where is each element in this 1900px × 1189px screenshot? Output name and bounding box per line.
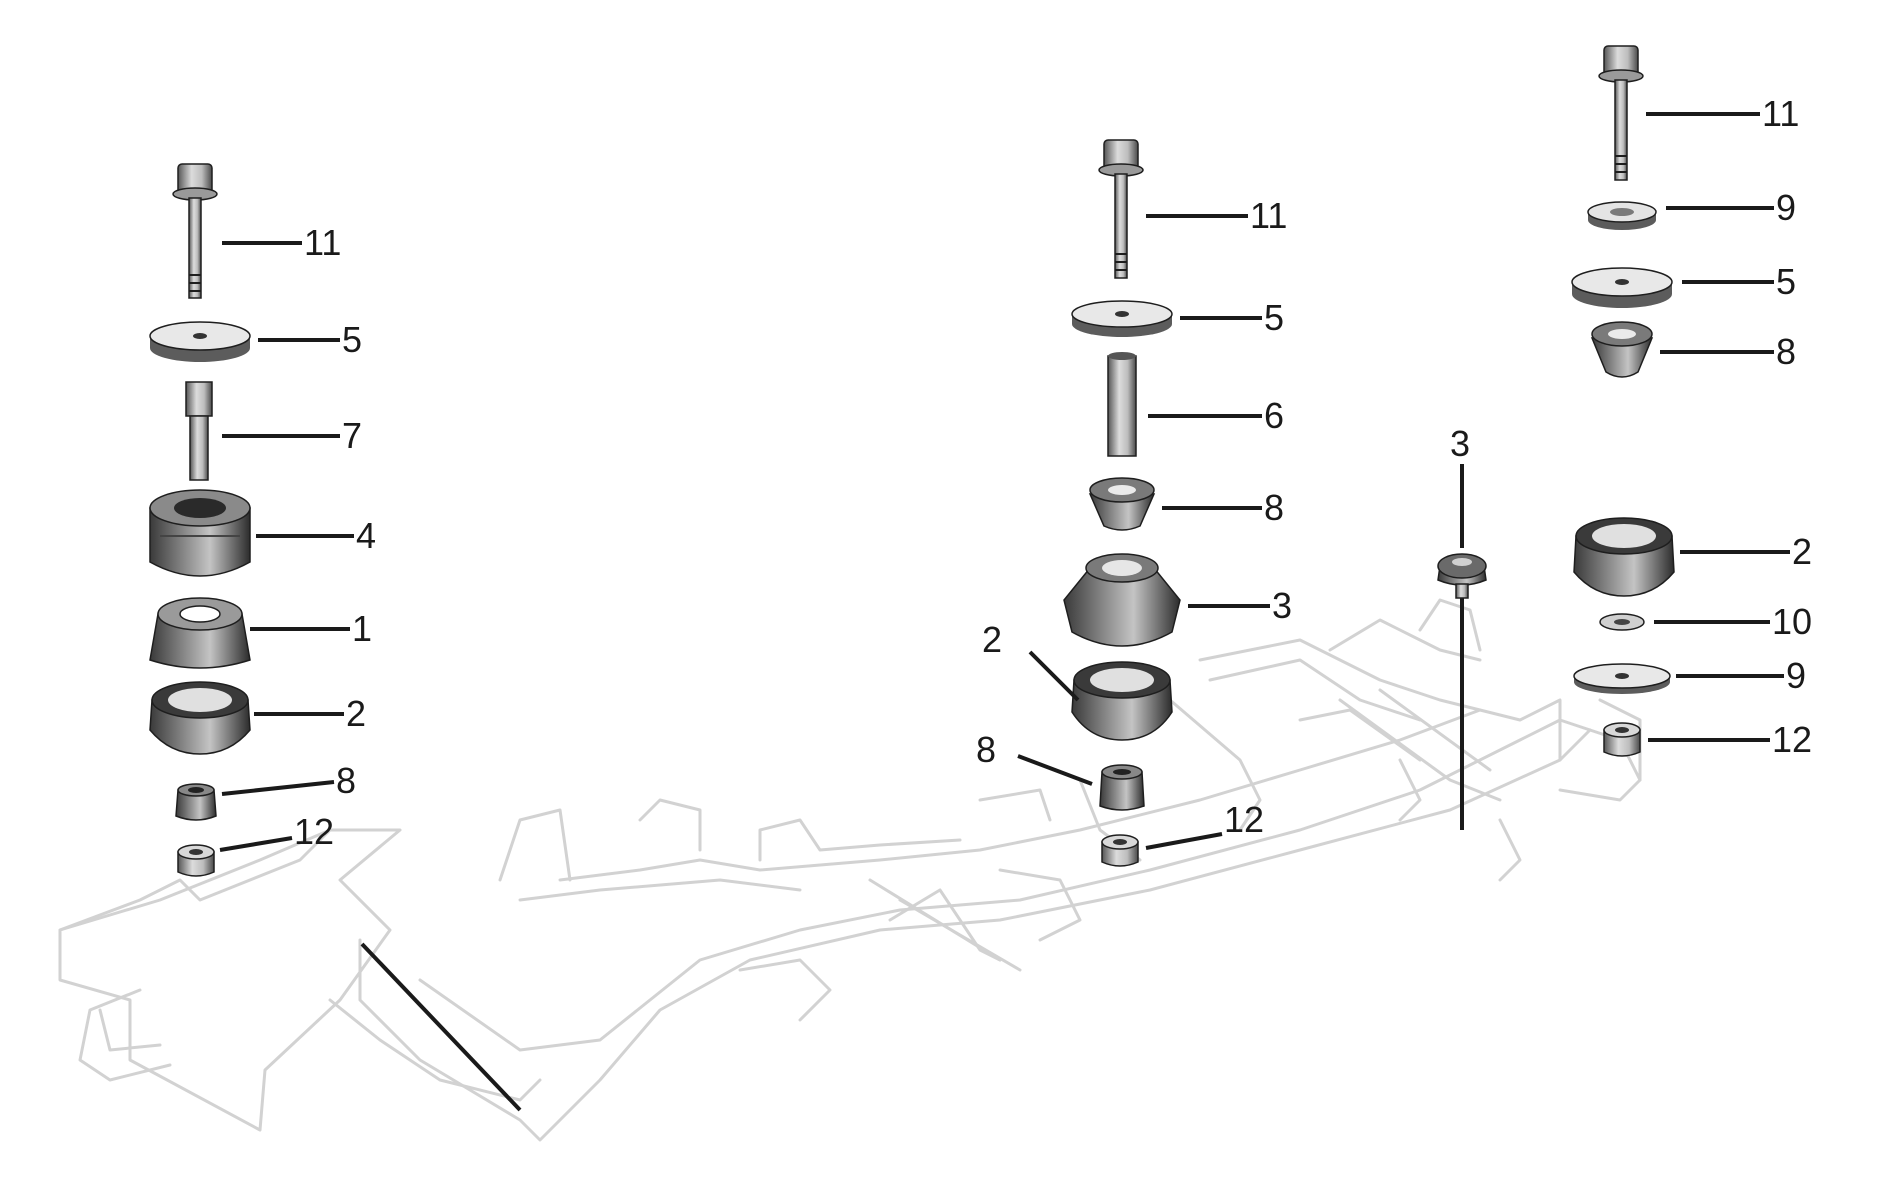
cushion (1573, 517, 1675, 597)
callout-label: 12 (294, 811, 334, 852)
spacer (1590, 321, 1654, 378)
washer-small (1587, 201, 1657, 230)
nut (177, 844, 215, 877)
callout-label: 12 (1224, 799, 1264, 840)
callout-label: 3 (1272, 585, 1292, 626)
bolt (1598, 45, 1644, 181)
callout-label: 6 (1264, 395, 1284, 436)
sleeve (1107, 352, 1137, 457)
callout-label: 11 (304, 222, 341, 263)
washer-large (1571, 267, 1673, 308)
sleeve (185, 381, 213, 481)
right-callouts: 11 9 5 8 2 10 9 12 (1646, 93, 1812, 760)
callout-label: 1 (352, 608, 372, 649)
post-mount: 3 (1437, 423, 1487, 599)
callout-label: 2 (982, 619, 1002, 660)
callout-label: 8 (336, 760, 356, 801)
callout-label: 5 (342, 319, 362, 360)
right-mount-stack (1571, 45, 1675, 757)
center-mount-stack (1063, 139, 1181, 867)
callout-label: 12 (1772, 719, 1812, 760)
left-mount-stack (149, 163, 251, 877)
washer-large (149, 321, 251, 362)
bolt (172, 163, 218, 299)
callout-label: 3 (1450, 423, 1470, 464)
frame-leader-line (360, 942, 522, 1112)
nut (1101, 834, 1139, 867)
cushion-upper (1063, 553, 1181, 647)
washer-tiny (1599, 613, 1645, 631)
bushing-cup (149, 489, 251, 577)
cushion-lower (149, 681, 251, 755)
callout-label: 11 (1250, 195, 1287, 236)
callout-label: 10 (1772, 601, 1812, 642)
callout-label: 9 (1776, 187, 1796, 228)
center-callouts: 11 5 6 8 3 2 8 12 (976, 195, 1292, 850)
callout-label: 11 (1762, 93, 1799, 134)
callout-label: 5 (1776, 261, 1796, 302)
spacer (175, 783, 217, 821)
callout-label: 5 (1264, 297, 1284, 338)
callout-label: 7 (342, 415, 362, 456)
spacer-upper (1088, 477, 1156, 531)
callout-label: 8 (976, 729, 996, 770)
callout-label: 2 (346, 693, 366, 734)
washer-large (1573, 663, 1671, 694)
bolt (1098, 139, 1144, 279)
left-callouts: 11 5 7 4 1 2 8 12 (219, 222, 376, 852)
cushion-lower (1071, 661, 1173, 741)
callout-label: 8 (1264, 487, 1284, 528)
callout-label: 8 (1776, 331, 1796, 372)
callout-label: 4 (356, 515, 376, 556)
cushion-upper (149, 597, 251, 669)
nut (1603, 722, 1641, 757)
callout-label: 2 (1792, 531, 1812, 572)
chassis-frame (58, 598, 1642, 1142)
spacer-lower (1099, 764, 1145, 811)
washer-large (1071, 300, 1173, 337)
callout-label: 9 (1786, 655, 1806, 696)
